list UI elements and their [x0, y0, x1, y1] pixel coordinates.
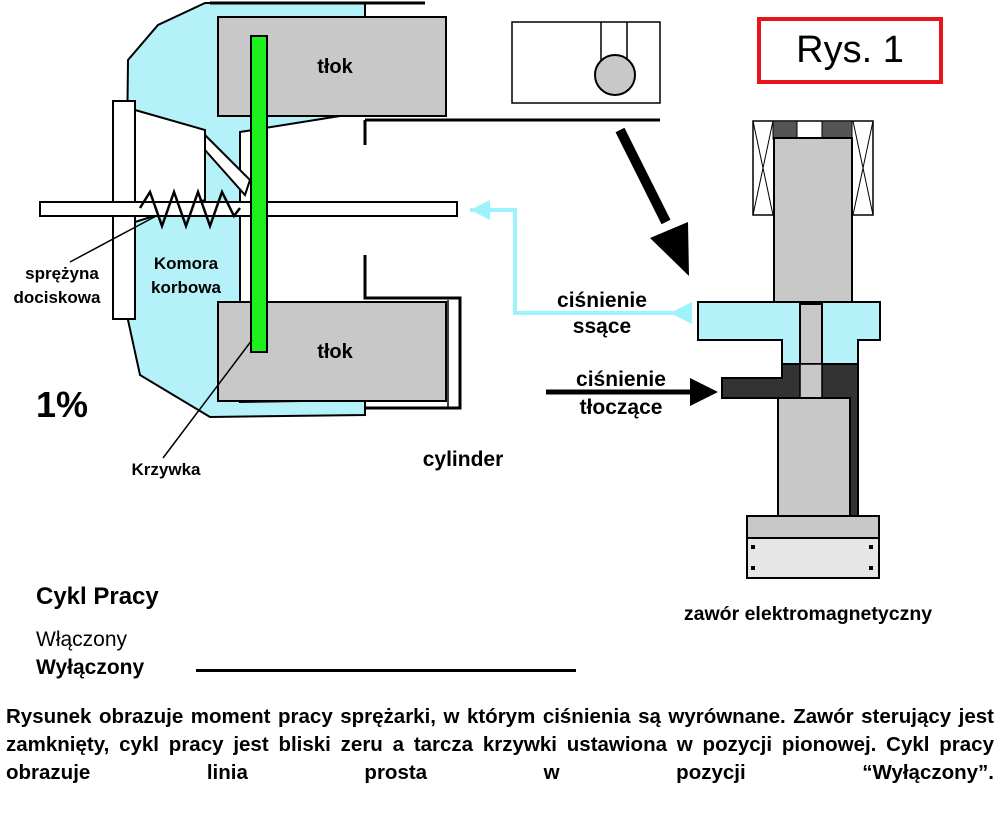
label-discharge-2: tłoczące — [580, 396, 663, 419]
label-valve: zawór elektromagnetyczny — [684, 603, 932, 625]
cam-pointer — [162, 339, 253, 459]
compressor-diagram: tłok tłok sprężyna dociskowa Komora korb… — [14, 1, 932, 625]
link-arm — [204, 132, 252, 197]
label-chamber-1: Komora — [154, 254, 219, 273]
discharge-arrow-head — [690, 378, 718, 406]
description-paragraph: Rysunek obrazuje moment pracy sprężarki,… — [6, 705, 994, 784]
cam-plate — [250, 35, 268, 353]
cylinder-pointer — [447, 300, 460, 409]
reed-box — [511, 21, 661, 104]
figure-label: Rys. 1 — [757, 17, 943, 84]
flow-arrow-head — [650, 222, 689, 276]
cycle-on-label: Włączony — [36, 628, 128, 651]
label-suction-1: ciśnienie — [557, 289, 647, 312]
spring-pointer — [69, 214, 159, 263]
label-spring-1: sprężyna — [25, 264, 99, 283]
cycle-off-label: Wyłączony — [36, 656, 145, 679]
reed-valve-disc — [594, 54, 636, 96]
suction-line — [470, 208, 692, 315]
cylinder-wall-top — [210, 1, 660, 145]
duty-percent: 1% — [36, 384, 89, 425]
label-discharge-1: ciśnienie — [576, 368, 666, 391]
cycle-title: Cykl Pracy — [36, 583, 159, 610]
cycle-line — [196, 669, 576, 672]
spring — [138, 188, 241, 230]
label-piston-bottom: tłok — [317, 341, 353, 363]
label-cylinder: cylinder — [423, 448, 504, 471]
solenoid-valve — [697, 120, 881, 579]
label-spring-2: dociskowa — [14, 288, 101, 307]
cylinder-wall-bottom — [363, 255, 462, 410]
flow-arrow-shaft — [615, 127, 671, 225]
label-cam: Krzywka — [132, 460, 202, 479]
suction-arrow-left — [470, 200, 490, 220]
label-chamber-2: korbowa — [151, 278, 221, 297]
cone-bearing — [134, 108, 206, 224]
shaft — [39, 201, 458, 217]
suction-arrow-right — [670, 302, 692, 324]
label-suction-2: ssące — [573, 315, 631, 338]
label-piston-top: tłok — [317, 56, 353, 78]
